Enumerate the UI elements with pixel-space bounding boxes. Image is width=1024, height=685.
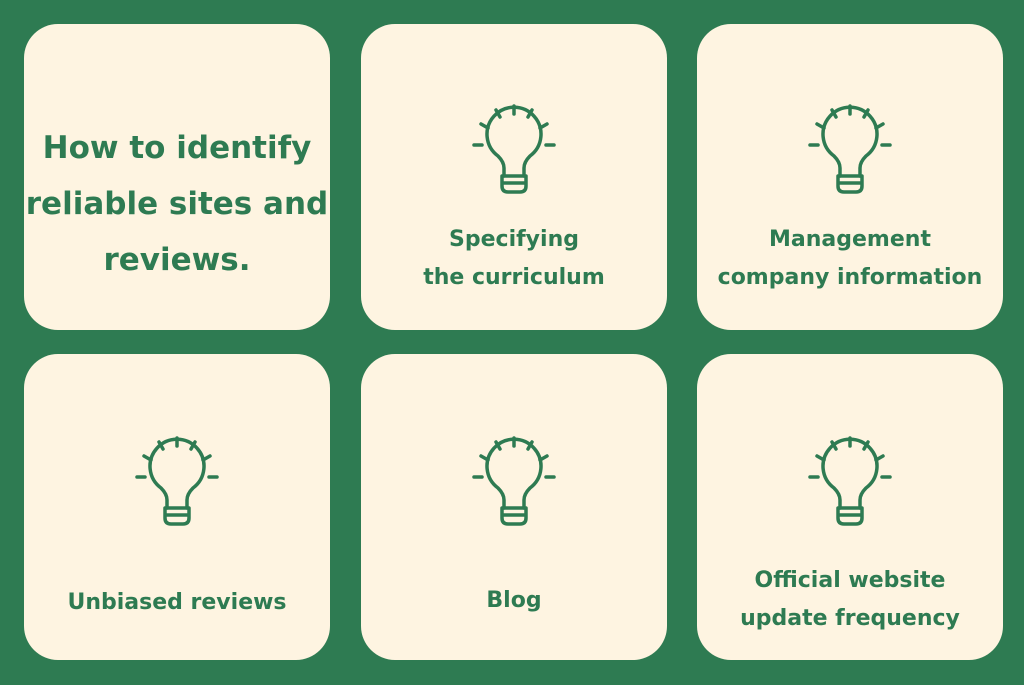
title-line: reliable sites and xyxy=(25,186,329,222)
title-line: reviews. xyxy=(103,242,251,278)
main-title: How to identify reliable sites and revie… xyxy=(24,120,330,288)
card-label: Blog xyxy=(486,588,542,613)
card-unbiased-reviews: Unbiased reviews xyxy=(24,354,330,660)
title-line: How to identify xyxy=(42,130,312,166)
card-label: Unbiased reviews xyxy=(67,590,287,615)
card-blog: Blog xyxy=(361,354,667,660)
lightbulb-icon xyxy=(808,436,892,526)
lightbulb-icon xyxy=(472,104,556,194)
lightbulb-icon xyxy=(472,436,556,526)
lightbulb-icon xyxy=(135,436,219,526)
lightbulb-icon xyxy=(808,104,892,194)
title-card: How to identify reliable sites and revie… xyxy=(24,24,330,330)
